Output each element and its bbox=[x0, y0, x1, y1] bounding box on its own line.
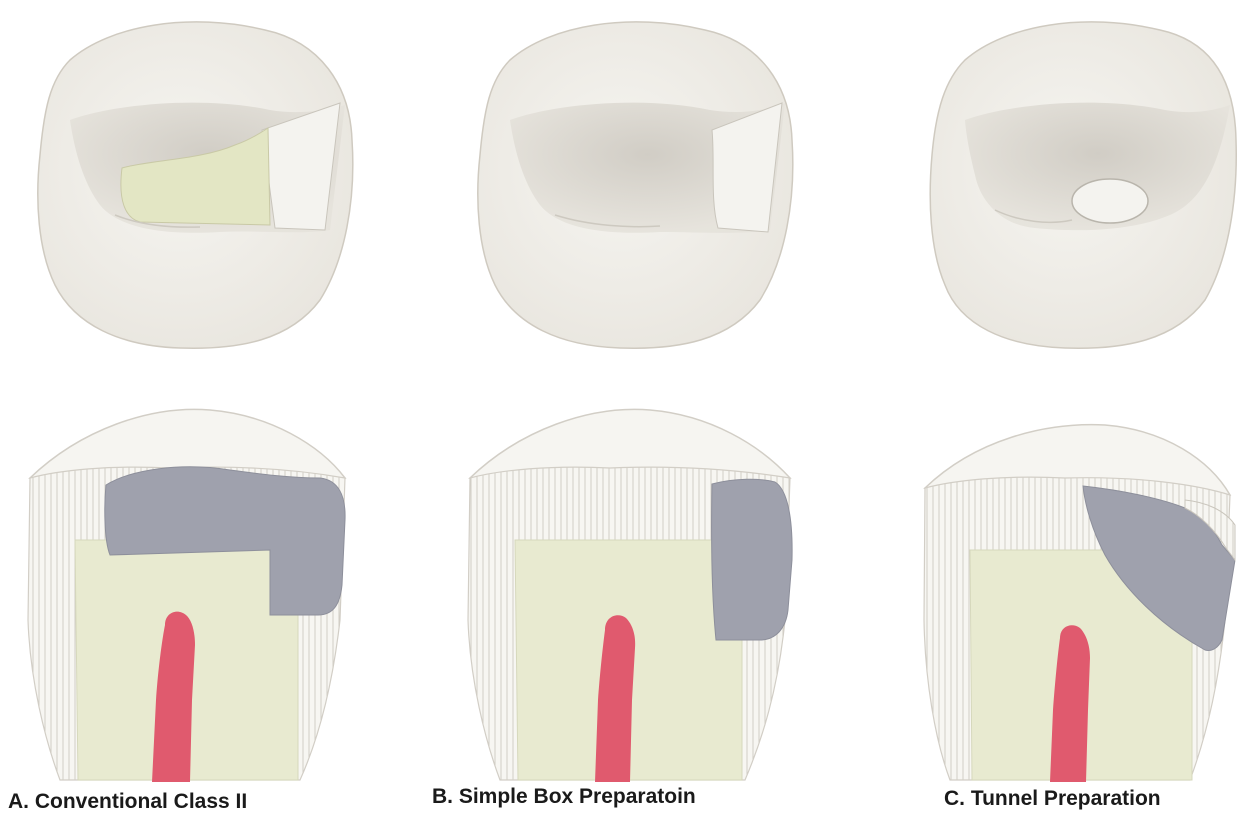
panel-b-occlusal-view bbox=[478, 22, 793, 348]
panel-a-cross-section bbox=[28, 409, 345, 782]
caption-simple-box-preparation: B. Simple Box Preparatoin bbox=[432, 785, 696, 809]
panel-a-occlusal-view bbox=[38, 22, 353, 348]
panel-c-cross-section bbox=[924, 425, 1235, 782]
restoration-box bbox=[712, 479, 792, 640]
panel-c-occlusal-view bbox=[930, 22, 1236, 348]
panel-b-cross-section bbox=[468, 409, 792, 782]
caption-tunnel-preparation: C. Tunnel Preparation bbox=[944, 787, 1161, 811]
caption-conventional-class-ii: A. Conventional Class II bbox=[8, 790, 247, 814]
tunnel-access-opening bbox=[1072, 179, 1148, 223]
